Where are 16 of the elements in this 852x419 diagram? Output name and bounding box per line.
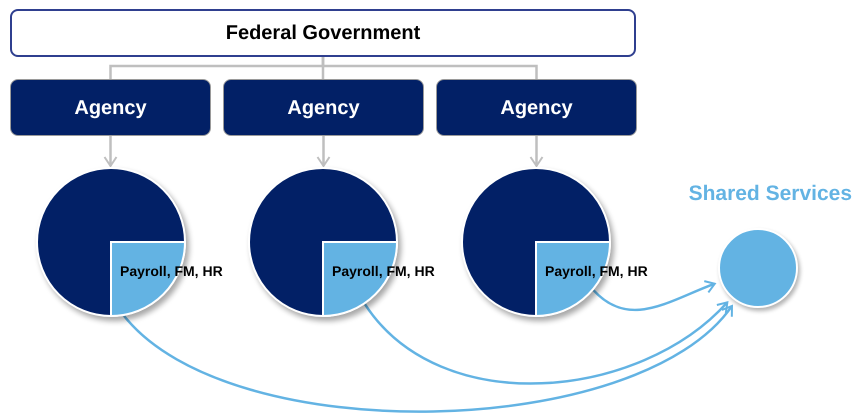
box-label: Federal Government <box>226 21 420 46</box>
agency-box <box>10 79 211 136</box>
arrow <box>592 280 716 312</box>
organization-box <box>10 9 636 57</box>
heading: Shared Services <box>688 181 852 207</box>
box-label: Agency <box>74 96 147 120</box>
box-label: Agency <box>500 96 573 120</box>
arrow <box>104 136 118 167</box>
arrow <box>123 304 733 413</box>
agency-box <box>436 79 637 136</box>
arrow <box>316 136 330 167</box>
box-label: Agency <box>287 96 360 120</box>
arrow <box>364 301 728 384</box>
connector-line <box>322 57 538 79</box>
agency-box <box>223 79 424 136</box>
arrow <box>530 136 544 167</box>
